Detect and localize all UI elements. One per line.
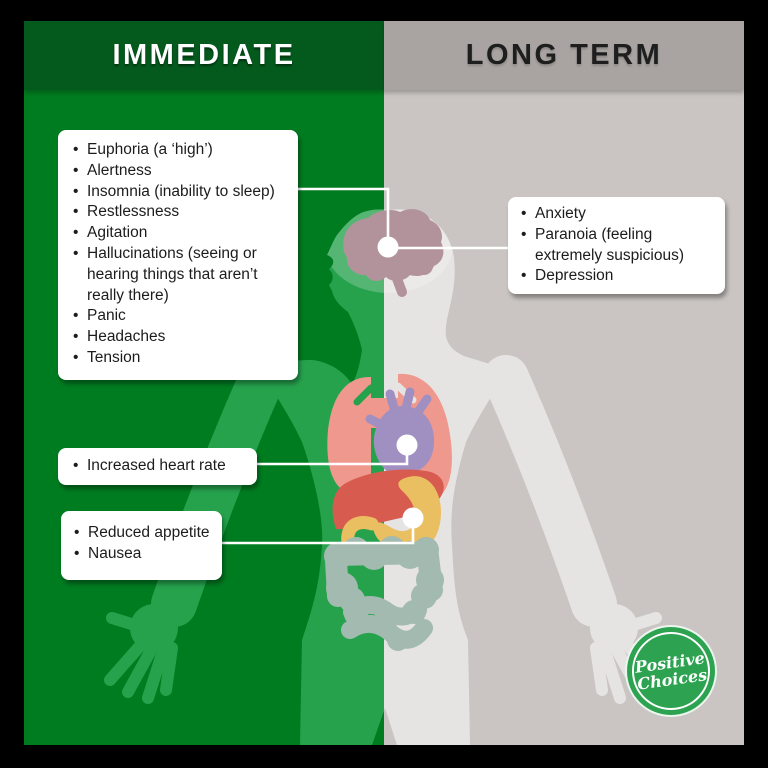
- bronchus-left: [353, 384, 375, 406]
- connector-brain-immediate: [290, 187, 390, 247]
- bullet-item: Agitation: [72, 223, 288, 244]
- callout-immediate-stomach: Reduced appetiteNausea: [61, 511, 222, 580]
- marker-dot-heart: [396, 434, 418, 456]
- bullet-item: Euphoria (a ‘high’): [72, 140, 288, 161]
- long-term-brain-list: AnxietyParanoia (feeling extremely suspi…: [520, 204, 717, 287]
- bullet-item: Reduced appetite: [73, 523, 216, 544]
- marker-dot-stomach: [402, 507, 424, 529]
- bullet-item: Hallucinations (seeing or hearing things…: [72, 244, 288, 306]
- callout-immediate-heart: Increased heart rate: [58, 448, 257, 485]
- infographic-content: IMMEDIATE LONG TERM Euphoria (a ‘high’)A…: [24, 21, 744, 745]
- bullet-item: Insomnia (inability to sleep): [72, 182, 288, 203]
- bullet-item: Increased heart rate: [72, 456, 249, 477]
- bullet-item: Depression: [520, 266, 717, 287]
- intestines-icon: [324, 536, 444, 651]
- header-long-term-label: LONG TERM: [465, 39, 663, 71]
- bullet-item: Nausea: [73, 544, 216, 565]
- header-immediate-label: IMMEDIATE: [112, 39, 296, 71]
- bullet-item: Paranoia (feeling extremely suspicious): [520, 225, 717, 267]
- callout-long-term-brain: AnxietyParanoia (feeling extremely suspi…: [508, 197, 725, 294]
- immediate-brain-list: Euphoria (a ‘high’)AlertnessInsomnia (in…: [72, 140, 288, 369]
- positive-choices-logo-ring: Positive Choices: [626, 626, 716, 716]
- header-immediate: IMMEDIATE: [24, 21, 384, 90]
- header-long-term: LONG TERM: [384, 21, 744, 90]
- bullet-item: Panic: [72, 306, 288, 327]
- callout-immediate-brain: Euphoria (a ‘high’)AlertnessInsomnia (in…: [58, 130, 298, 380]
- positive-choices-logo: Positive Choices: [625, 625, 717, 717]
- marker-dot-brain: [377, 236, 399, 258]
- bullet-item: Alertness: [72, 161, 288, 182]
- immediate-stomach-list: Reduced appetiteNausea: [73, 523, 216, 565]
- bullet-item: Restlessness: [72, 202, 288, 223]
- immediate-heart-list: Increased heart rate: [72, 456, 249, 477]
- bullet-item: Tension: [72, 348, 288, 369]
- bullet-item: Anxiety: [520, 204, 717, 225]
- bullet-item: Headaches: [72, 327, 288, 348]
